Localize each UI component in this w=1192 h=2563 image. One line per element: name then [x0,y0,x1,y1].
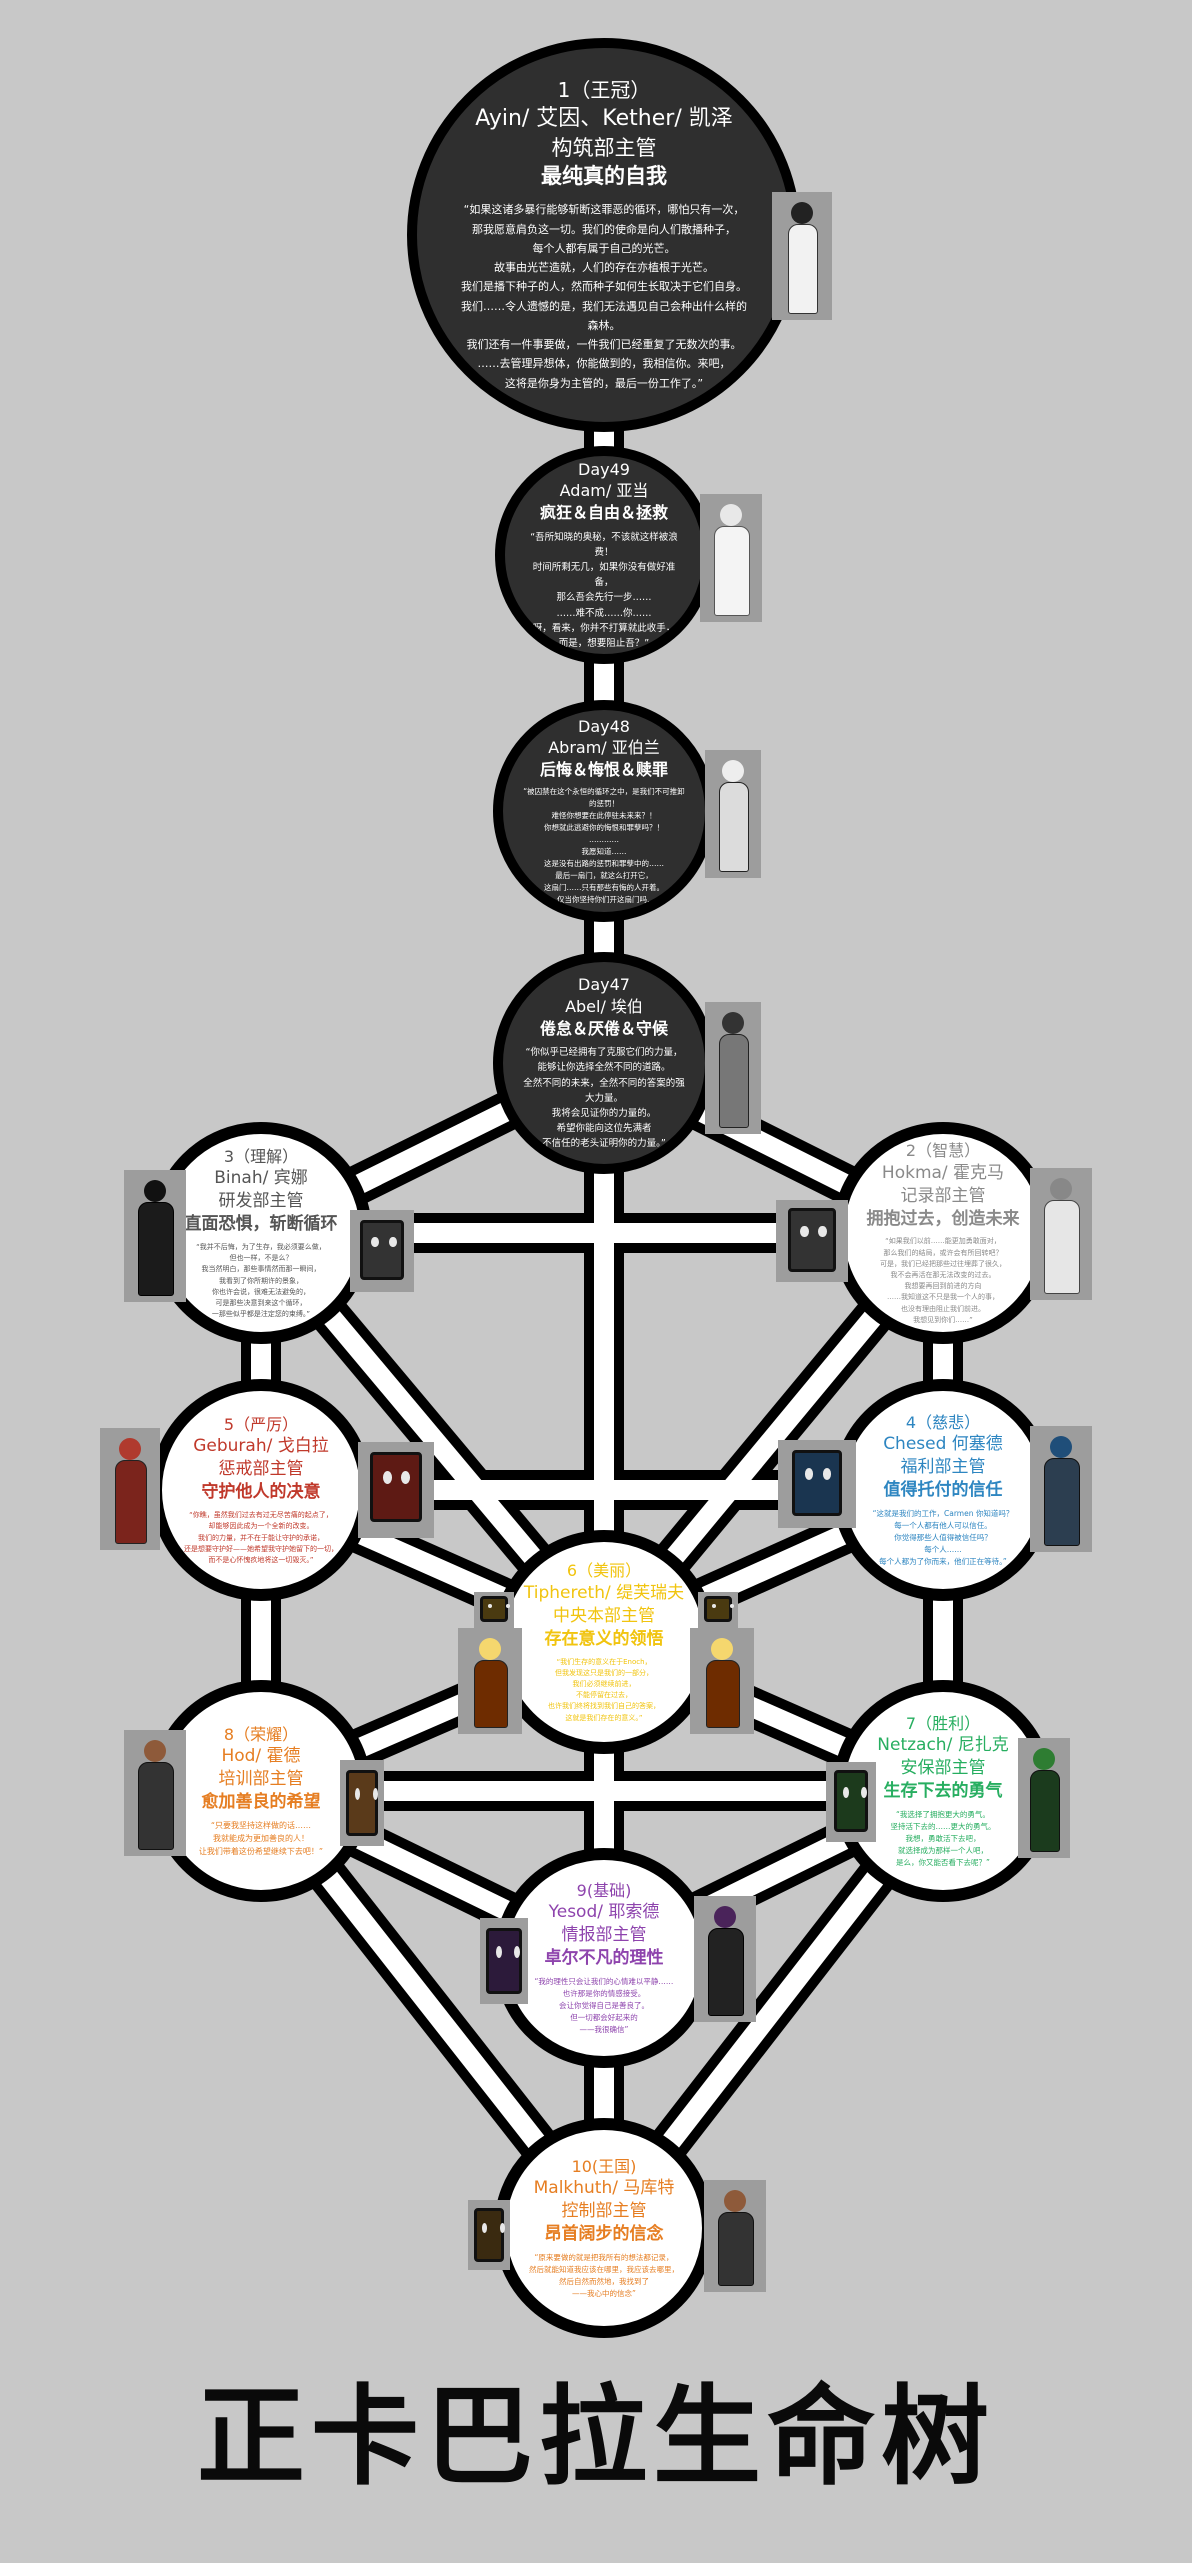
portrait-binah-robot [350,1210,414,1292]
node-motto: 直面恐惧，斩断循环 [184,1214,338,1235]
portrait-tiphereth-b [690,1628,754,1734]
portrait-yesod [694,1896,756,2022]
portrait-malkhuth [704,2180,766,2292]
node-number: 9(基础) [576,1880,632,1900]
node-tiphereth: 6（美丽） Tiphereth/ 缇芙瑞夫 中央本部主管 存在意义的领悟 “我们… [492,1530,716,1754]
node-number: 3（理解） [223,1146,299,1166]
node-role: 控制部主管 [561,2201,647,2222]
portrait-geburah-robot [358,1442,434,1538]
node-motto: 拥抱过去，创造未来 [866,1208,1020,1229]
portrait-hod-robot [340,1760,384,1846]
node-motto: 值得托付的信任 [883,1480,1003,1501]
node-number: Day49 [578,459,630,479]
node-quote: “如果这诸多暴行能够斩断这罪恶的循环，哪怕只有一次， 那我愿意肩负这一切。我们的… [461,203,747,390]
node-quote: “你似乎已经拥有了克服它们的力量， 能够让你选择全然不同的道路。 全然不同的未来… [523,1047,685,1150]
portrait-malkhuth-robot [468,2200,510,2270]
node-number: 10(王国) [571,2156,637,2176]
node-name: Yesod/ 耶索德 [548,1902,660,1923]
node-malkhuth: 10(王国) Malkhuth/ 马库特 控制部主管 昂首阔步的信念 “原来要做… [494,2118,714,2338]
portrait-geburah [100,1428,160,1550]
node-role: 安保部主管 [900,1758,986,1779]
node-name: Tiphereth/ 缇芙瑞夫 [523,1582,685,1603]
portrait-netzach [1018,1738,1070,1858]
node-name: Hokma/ 霍克马 [881,1162,1005,1183]
portrait-abel [705,1002,761,1134]
portrait-hokma [1030,1168,1092,1300]
portrait-adam [700,494,762,622]
node-role: 中央本部主管 [553,1605,655,1626]
node-quote: “我的理性只会让我们的心情难以平静…… 也许那是你的情感接受。 会让你觉得自己是… [534,1977,674,2035]
node-quote: “我选择了拥抱更大的勇气。 坚持活下去的……更大的勇气。 我想，勇敢活下去吧， … [890,1810,996,1868]
node-hokma: 2（智慧） Hokma/ 霍克马 记录部主管 拥抱过去，创造未来 “如果我们以前… [832,1122,1054,1344]
node-role: 构筑部主管 [551,135,657,160]
portrait-ayin [772,192,832,320]
node-day47: Day47 Abel/ 埃伯 倦怠＆厌倦＆守候 “你似乎已经拥有了克服它们的力量… [493,952,715,1174]
node-number: Day47 [578,975,630,995]
node-binah: 3（理解） Binah/ 宾娜 研发部主管 直面恐惧，斩断循环 “我并不后悔，为… [150,1122,372,1344]
node-name: Hod/ 霍德 [221,1746,301,1767]
node-name: Binah/ 宾娜 [214,1168,308,1189]
node-number: Day48 [578,716,630,736]
node-number: 7（胜利） [905,1713,981,1733]
poster-title: 正卡巴拉生命树 [196,2375,995,2500]
node-name: Adam/ 亚当 [559,481,649,501]
node-quote: “吾所知晓的奥秘，不该就这样被浪费！ 时间所剩无几，如果你没有做好准备， 那么吾… [530,531,678,649]
node-name: Abel/ 埃伯 [565,997,643,1017]
portrait-yesod-robot [480,1918,528,2004]
node-motto: 疯狂＆自由＆拯救 [539,503,668,523]
node-quote: “原来要做的就是把我所有的想法都记录， 然后就能知道我应该在哪里，我应该去哪里，… [529,2253,679,2299]
node-motto: 最纯真的自我 [541,164,667,189]
node-quote: “我们生存的意义在于Enoch， 但我发现这只是我们的一部分， 我们必须继续前进… [548,1657,660,1722]
node-quote: “如果我们以前……能更加勇敢面对， 那么我们的结局，或许会有所回转吧？ 可是，我… [879,1237,1006,1324]
node-role: 培训部主管 [218,1769,304,1790]
portrait-tiphereth-robot-b [698,1592,738,1628]
node-number: 2（智慧） [905,1141,981,1161]
node-number: 8（荣耀） [223,1724,299,1744]
node-kether: 1（王冠） Ayin/ 艾因、Kether/ 凯泽 构筑部主管 最纯真的自我 “… [407,38,801,432]
portrait-chesed-robot [778,1440,856,1528]
portrait-hokma-robot [776,1200,848,1282]
node-name: Abram/ 亚伯兰 [548,738,660,758]
portrait-binah [124,1170,186,1302]
node-role: 惩戒部主管 [218,1459,304,1480]
portrait-netzach-robot [826,1762,876,1842]
node-motto: 愈加善良的希望 [201,1792,321,1813]
node-role: 福利部主管 [900,1457,986,1478]
node-role: 情报部主管 [561,1925,647,1946]
node-quote: “只要我坚持这样做的话…… 我就能成为更加善良的人！ 让我们带着这份希望继续下去… [198,1821,324,1856]
node-motto: 卓尔不凡的理性 [544,1948,664,1969]
node-number: 1（王冠） [557,78,651,103]
node-motto: 生存下去的勇气 [883,1781,1003,1802]
node-geburah: 5（严厉） Geburah/ 戈白拉 惩戒部主管 守护他人的决意 “你瞧，虽然我… [150,1379,372,1601]
node-day48: Day48 Abram/ 亚伯兰 后悔＆悔恨＆赎罪 “被囚禁在这个永恒的循环之中… [493,700,715,922]
node-motto: 后悔＆悔恨＆赎罪 [539,759,668,779]
node-name: Chesed 何塞德 [883,1434,1003,1455]
node-quote: “我并不后悔，为了生存，我必须要么做， 但也一样，不是么？ 我当然明白，那些事情… [196,1243,326,1319]
node-role: 研发部主管 [218,1191,304,1212]
node-name: Geburah/ 戈白拉 [193,1436,329,1457]
node-quote: “被囚禁在这个永恒的循环之中，是我们不可推卸的惩罚！ 难怪你想要在此停驻未来来？… [523,787,685,905]
node-day49: Day49 Adam/ 亚当 疯狂＆自由＆拯救 “吾所知晓的奥秘，不该就这样被浪… [495,446,713,664]
node-motto: 倦怠＆厌倦＆守候 [539,1018,668,1038]
node-motto: 昂首阔步的信念 [544,2224,664,2245]
node-number: 6（美丽） [566,1561,642,1581]
node-number: 5（严厉） [223,1414,299,1434]
portrait-hod [124,1730,186,1856]
node-motto: 守护他人的决意 [201,1482,321,1503]
node-role: 记录部主管 [900,1185,986,1206]
portrait-tiphereth-robot-a [474,1592,514,1628]
node-quote: “这就是我们的工作，Carmen 你知道吗？ 每一个人都有他人可以信任。 你觉得… [872,1509,1014,1567]
node-name: Netzach/ 尼扎克 [877,1735,1009,1756]
portrait-abram [705,750,761,878]
portrait-chesed [1030,1426,1092,1552]
node-motto: 存在意义的领悟 [544,1628,664,1649]
node-number: 4（慈悲） [905,1412,981,1432]
node-quote: “你瞧，虽然我们过去有过无尽苦痛的起点了， 却能够因此成为一个全新的改变。 我们… [183,1511,338,1564]
node-name: Ayin/ 艾因、Kether/ 凯泽 [475,106,733,132]
portrait-tiphereth-a [458,1628,522,1734]
node-chesed: 4（慈悲） Chesed 何塞德 福利部主管 值得托付的信任 “这就是我们的工作… [832,1379,1054,1601]
node-name: Malkhuth/ 马库特 [533,2178,675,2199]
